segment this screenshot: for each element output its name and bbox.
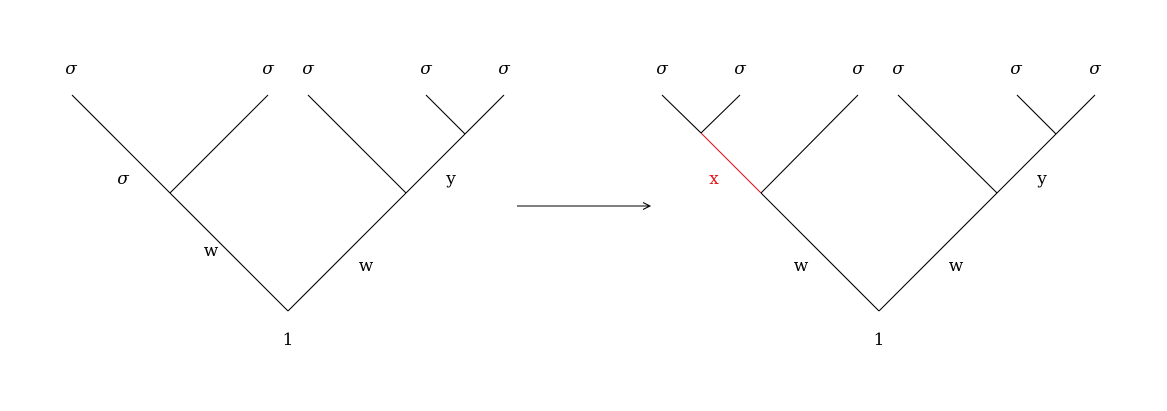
left-tree-leaf-label-2: σ — [262, 59, 274, 79]
right-tree-leaf-label-1: σ — [656, 59, 668, 79]
right-tree-edge-label-w-left: w — [794, 256, 809, 276]
left-tree-inner-sigma-label: σ — [117, 169, 129, 189]
left-tree-edge-root-to-left — [169, 192, 289, 312]
left-tree-leaf-label-1: σ — [65, 59, 77, 79]
right-tree-leaf-label-3: σ — [852, 59, 864, 79]
right-tree-edge-y-to-leaf6 — [1055, 94, 1096, 135]
left-tree-leaf-label-5: σ — [498, 59, 510, 79]
right-tree-edge-root-to-right — [878, 192, 998, 312]
left-tree-edge-left-to-leaf1 — [71, 94, 171, 194]
right-tree-edge-left-to-leaf3 — [760, 94, 859, 194]
right-tree-edge-label-w-right: w — [949, 256, 964, 276]
right-tree: σ σ σ σ σ σ x w w y 1 — [656, 59, 1101, 350]
right-tree-edge-right-to-y — [996, 133, 1057, 194]
left-tree-edge-label-w-right: w — [359, 256, 374, 276]
right-tree-edge-x-highlighted — [700, 132, 762, 194]
left-tree-leaf-label-3: σ — [302, 59, 314, 79]
right-tree-leaf-label-4: σ — [892, 59, 904, 79]
arrow-head — [642, 202, 652, 210]
right-tree-leaf-label-6: σ — [1089, 59, 1101, 79]
right-tree-edge-label-y: y — [1036, 169, 1047, 189]
right-tree-edge-x-to-leaf2 — [700, 94, 741, 134]
right-tree-edge-x-to-leaf1 — [661, 94, 702, 134]
right-tree-edge-label-x: x — [709, 169, 719, 189]
right-tree-root-label: 1 — [874, 330, 885, 350]
left-tree-edge-right-to-y — [405, 133, 466, 194]
left-tree-leaf-label-4: σ — [420, 59, 432, 79]
left-tree: σ σ σ σ σ σ w w y 1 — [65, 59, 510, 350]
right-tree-edge-right-to-leaf4 — [897, 94, 998, 194]
left-tree-edge-y-to-leaf5 — [464, 94, 505, 135]
left-tree-edge-label-y: y — [445, 169, 456, 189]
right-tree-edge-root-to-left — [760, 192, 880, 312]
left-tree-edge-left-to-leaf2 — [169, 94, 269, 194]
left-tree-root-label: 1 — [283, 330, 294, 350]
right-tree-edge-y-to-leaf5 — [1016, 94, 1057, 135]
right-tree-leaf-label-5: σ — [1010, 59, 1022, 79]
right-tree-leaf-label-2: σ — [734, 59, 746, 79]
left-tree-edge-y-to-leaf4 — [425, 94, 466, 135]
left-tree-edge-right-to-leaf3 — [307, 94, 407, 194]
left-tree-edge-root-to-right — [287, 192, 407, 312]
left-tree-edge-label-w-left: w — [204, 241, 219, 261]
transformation-arrow — [517, 202, 652, 210]
